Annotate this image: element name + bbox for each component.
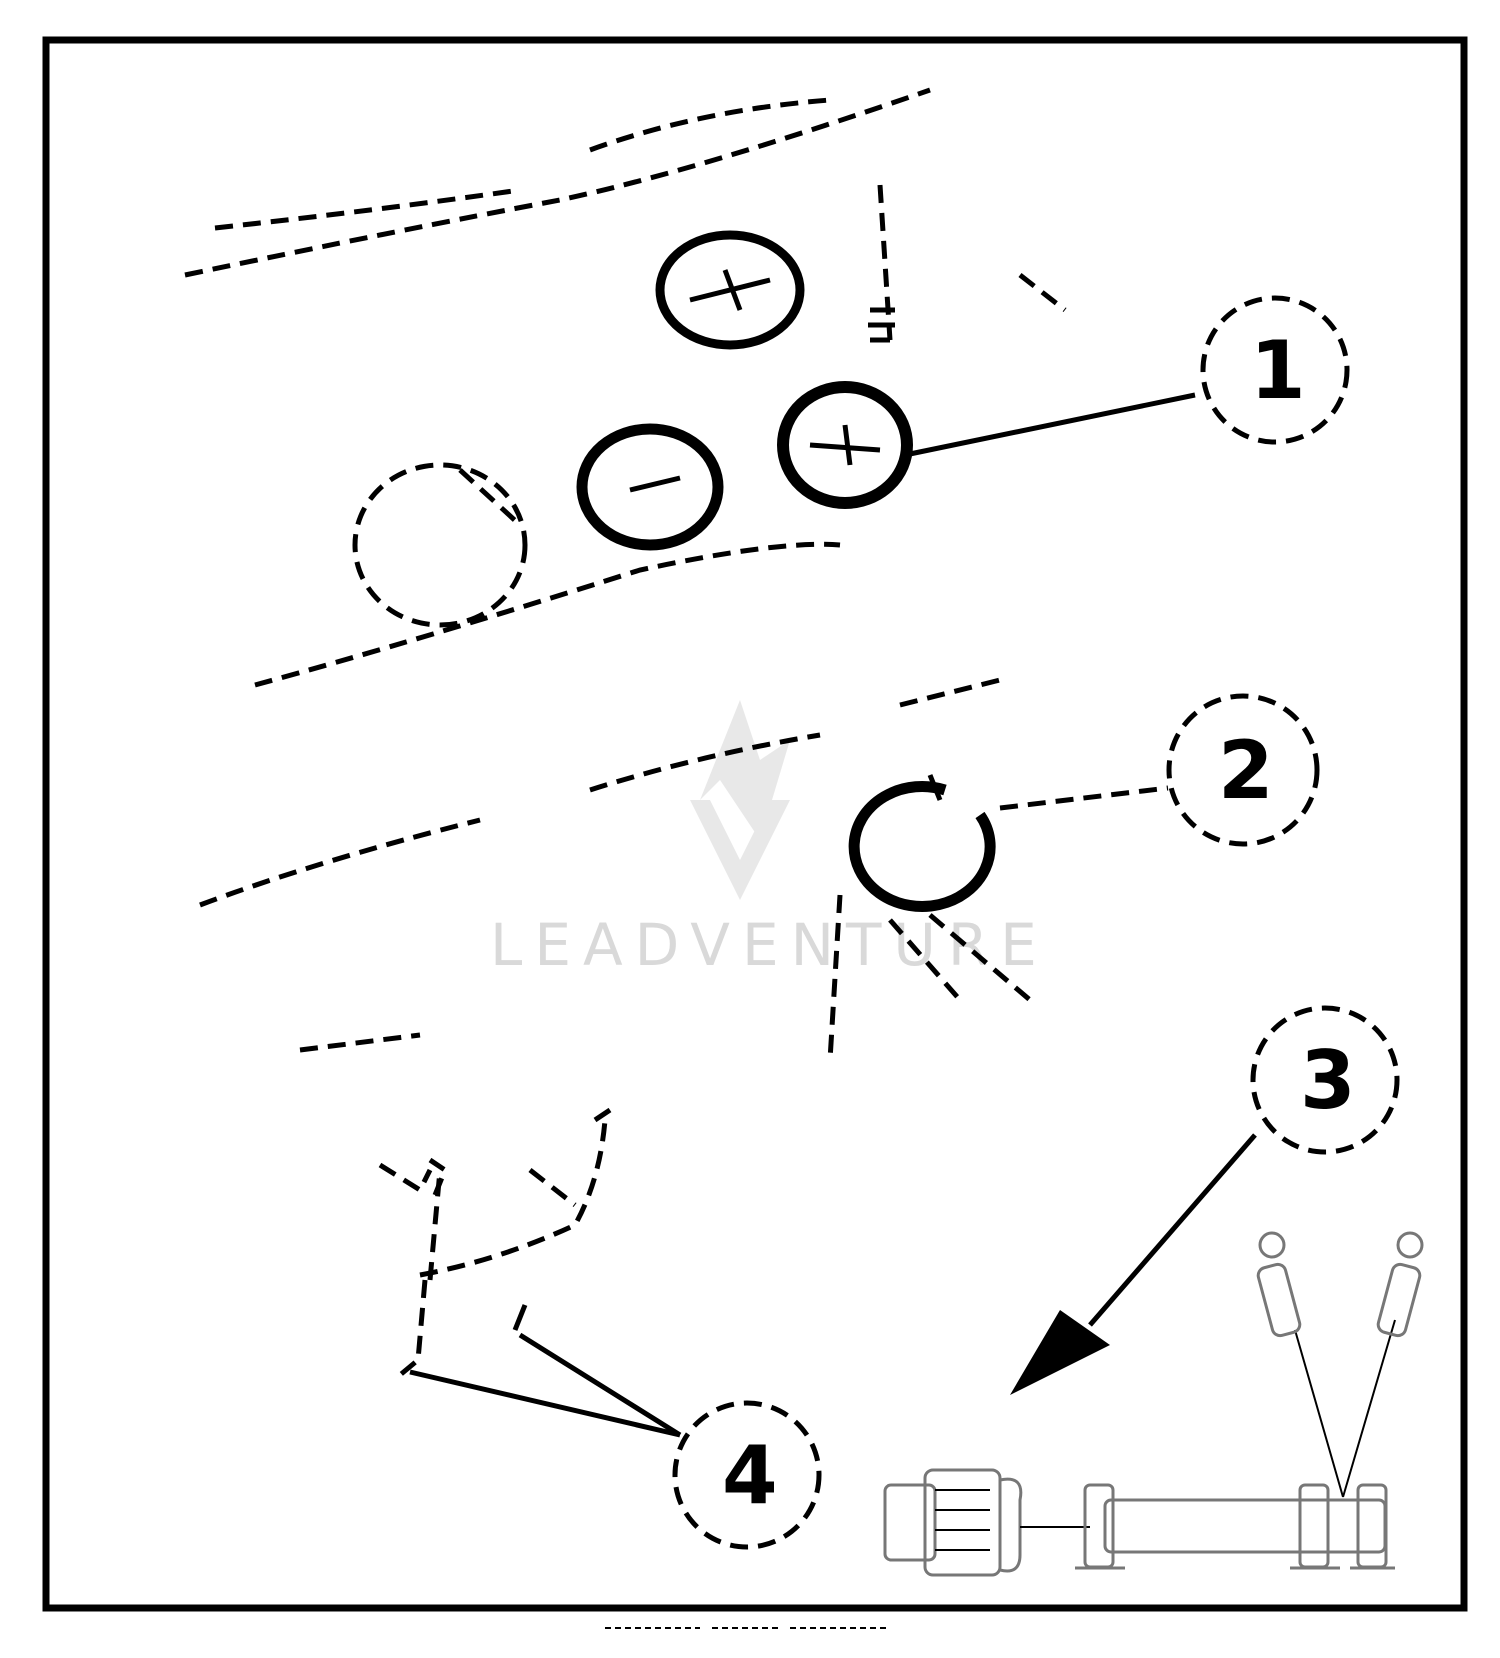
housing-outline bbox=[184, 87, 1067, 1061]
small-clip bbox=[868, 307, 895, 343]
callout-2-label: 2 bbox=[1218, 724, 1274, 817]
callout-1: 1 bbox=[1200, 295, 1350, 445]
callout-2: 2 bbox=[1166, 693, 1320, 847]
fastener-top bbox=[655, 230, 805, 350]
fastener-item-1 bbox=[777, 381, 913, 509]
callout-3: 3 bbox=[1250, 1005, 1400, 1155]
leader-line-1 bbox=[904, 392, 1196, 458]
callout-1-label: 1 bbox=[1250, 324, 1306, 417]
callout-3-label: 3 bbox=[1300, 1034, 1356, 1127]
leader-line-3 bbox=[1088, 1133, 1257, 1327]
leader-line-2 bbox=[999, 785, 1169, 811]
fastener-item-2 bbox=[848, 774, 996, 912]
callout-4-label: 4 bbox=[722, 1429, 778, 1522]
watermark-logo bbox=[690, 700, 790, 900]
wiring-harness bbox=[378, 1107, 612, 1377]
leader-line-4b bbox=[518, 1332, 682, 1438]
arrowhead-icon bbox=[1010, 1310, 1110, 1395]
inset-assembly bbox=[883, 1231, 1424, 1577]
diagram-frame bbox=[42, 36, 1468, 1612]
watermark-text: LEADVENTURE bbox=[490, 911, 1049, 979]
callout-4: 4 bbox=[672, 1400, 822, 1550]
fastener-middle bbox=[576, 423, 724, 551]
leader-line-4a bbox=[409, 1369, 681, 1438]
